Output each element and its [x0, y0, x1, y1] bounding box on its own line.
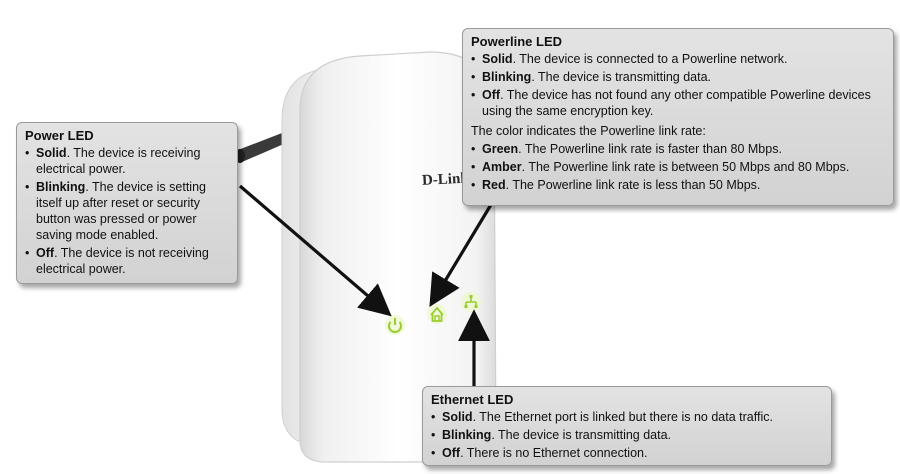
state-term: Off — [442, 446, 461, 460]
state-term: Solid — [482, 52, 513, 66]
ethernet-led-title: Ethernet LED — [431, 392, 514, 407]
brand-logo: D-Link — [422, 170, 470, 188]
state-description: . The device is receiving electrical pow… — [36, 146, 201, 176]
color-term: Amber — [482, 160, 522, 174]
color-description: . The Powerline link rate is between 50 … — [521, 160, 850, 174]
list-item: Blinking. The device is transmitting dat… — [431, 427, 823, 443]
powerline-led-callout: Powerline LED Solid. The device is conne… — [462, 28, 894, 206]
list-item: Red. The Powerline link rate is less tha… — [471, 177, 885, 193]
link-rate-list: Green. The Powerline link rate is faster… — [471, 141, 885, 193]
state-description: . The device is transmitting data. — [491, 428, 672, 442]
state-term: Blinking — [482, 70, 532, 84]
color-term: Red — [482, 178, 506, 192]
power-led-callout: Power LED Solid. The device is receiving… — [16, 122, 238, 284]
state-description: . The device is transmitting data. — [531, 70, 712, 84]
power-led-list: Solid. The device is receiving electrica… — [25, 145, 229, 277]
power-icon — [385, 315, 405, 335]
powerline-led-title: Powerline LED — [471, 34, 563, 49]
list-item: Off. There is no Ethernet connection. — [431, 445, 823, 461]
power-led-title: Power LED — [25, 128, 94, 143]
list-item: Solid. The device is connected to a Powe… — [471, 51, 885, 67]
color-description: . The Powerline link rate is faster than… — [518, 142, 782, 156]
state-term: Off — [36, 246, 55, 260]
state-term: Blinking — [36, 180, 86, 194]
state-term: Off — [482, 88, 501, 102]
powerline-led-arrow — [429, 202, 494, 307]
state-term: Solid — [36, 146, 67, 160]
state-description: . The Ethernet port is linked but there … — [472, 410, 773, 424]
list-item: Blinking. The device is setting itself u… — [25, 179, 229, 243]
list-item: Off. The device has not found any other … — [471, 87, 885, 119]
list-item: Solid. The Ethernet port is linked but t… — [431, 409, 823, 425]
list-item: Amber. The Powerline link rate is betwee… — [471, 159, 885, 175]
list-item: Blinking. The device is transmitting dat… — [471, 69, 885, 85]
list-item: Solid. The device is receiving electrica… — [25, 145, 229, 177]
list-item: Green. The Powerline link rate is faster… — [471, 141, 885, 157]
state-description: . There is no Ethernet connection. — [460, 446, 648, 460]
house-icon — [427, 304, 447, 324]
color-description: . The Powerline link rate is less than 5… — [505, 178, 761, 192]
plug-prong — [235, 133, 286, 163]
power-led-arrow — [238, 184, 392, 317]
state-description: . The device has not found any other com… — [482, 88, 871, 118]
ethernet-led-callout: Ethernet LED Solid. The Ethernet port is… — [422, 386, 832, 466]
list-item: Off. The device is not receiving electri… — [25, 245, 229, 277]
network-icon — [461, 292, 481, 312]
color-term: Green — [482, 142, 519, 156]
state-term: Solid — [442, 410, 473, 424]
color-note: The color indicates the Powerline link r… — [471, 124, 706, 138]
state-term: Blinking — [442, 428, 492, 442]
state-description: . The device is not receiving electrical… — [36, 246, 209, 276]
powerline-led-list: Solid. The device is connected to a Powe… — [471, 51, 885, 119]
state-description: . The device is connected to a Powerline… — [512, 52, 788, 66]
state-description: . The device is setting itself up after … — [36, 180, 206, 242]
ethernet-led-list: Solid. The Ethernet port is linked but t… — [431, 409, 823, 461]
